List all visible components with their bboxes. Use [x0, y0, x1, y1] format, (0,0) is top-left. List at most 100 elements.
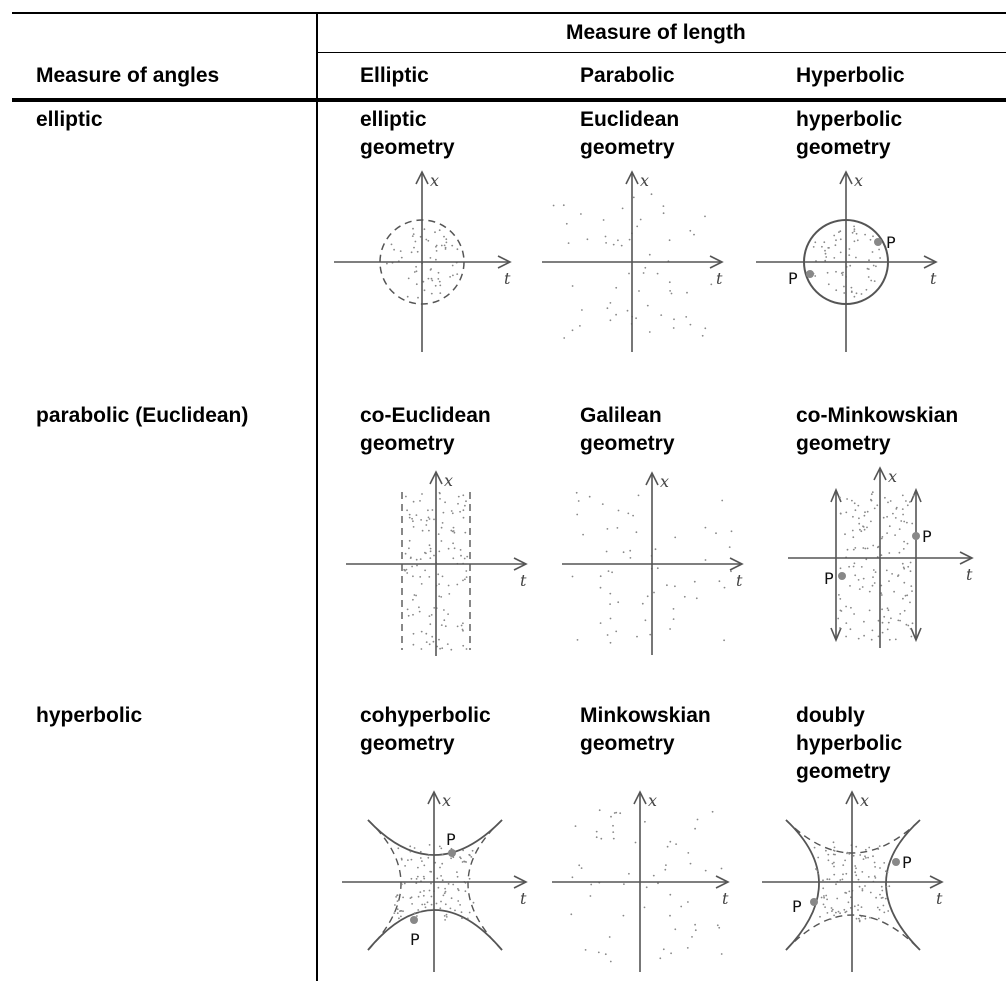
stipple-dot	[845, 605, 847, 608]
stipple-dot	[880, 554, 883, 556]
stipple-dot	[402, 910, 404, 913]
stipple-dot	[869, 891, 872, 894]
stipple-dot	[413, 246, 415, 249]
stipple-dot	[444, 246, 447, 249]
t-axis-arrow	[923, 255, 938, 269]
stipple-dot	[435, 245, 437, 248]
stipple-dot	[850, 606, 852, 609]
t-axis-label: t	[520, 571, 527, 590]
stipple-dot	[577, 500, 580, 502]
stipple-dot	[866, 267, 869, 270]
stipple-dot	[666, 584, 668, 587]
stipple-dot	[873, 507, 876, 510]
t-axis-arrow	[715, 875, 730, 889]
stipple-dot	[846, 548, 849, 551]
stipple-dot	[867, 856, 869, 859]
stipple-dot	[441, 522, 444, 524]
stipple-dot	[410, 251, 413, 254]
stipple-dot	[422, 875, 425, 878]
stipple-dot	[662, 212, 665, 215]
stipple-dot	[444, 903, 447, 906]
stipple-dot	[575, 491, 578, 494]
point-label: P	[886, 233, 896, 252]
stipple-dot	[437, 886, 440, 889]
sketch-elliptic-geometry: xt	[334, 170, 512, 352]
stipple-dot	[609, 603, 611, 605]
stipple-dot	[430, 292, 433, 295]
stipple-dot	[689, 862, 692, 865]
stipple-dot	[833, 257, 836, 259]
stipple-dot	[730, 570, 732, 573]
stipple-dot	[648, 331, 651, 333]
stipple-dot	[878, 908, 881, 911]
stipple-dot	[453, 531, 456, 534]
stipple-dot	[718, 926, 721, 929]
stipple-dot	[649, 633, 652, 636]
stipple-dot	[879, 257, 881, 259]
stipple-dot	[833, 914, 835, 917]
stipple-dot	[565, 222, 568, 225]
stipple-dot	[849, 585, 851, 587]
stipple-dot	[635, 317, 637, 320]
stipple-dot	[851, 231, 854, 234]
stipple-dot	[444, 919, 446, 921]
stipple-dot	[844, 891, 847, 894]
stipple-dot	[615, 630, 618, 633]
t-axis-label: t	[520, 889, 527, 908]
t-axis-arrow	[709, 255, 724, 269]
t-axis-arrow	[513, 875, 528, 889]
stipple-dot	[825, 849, 827, 852]
stipple-dot	[876, 504, 879, 507]
stipple-dot	[890, 617, 892, 620]
stipple-dot	[468, 853, 471, 856]
sketch-galilean-geometry: xt	[562, 471, 744, 655]
stipple-dot	[694, 929, 697, 932]
stipple-dot	[597, 951, 600, 954]
stipple-dot	[644, 266, 647, 269]
stipple-dot	[902, 513, 904, 516]
stipple-dot	[429, 547, 432, 550]
stipple-dot	[880, 584, 883, 587]
stipple-dot	[617, 239, 619, 242]
stipple-dot	[852, 548, 855, 551]
stipple-dot	[409, 557, 412, 559]
stipple-dot	[405, 568, 408, 571]
stipple-dot	[457, 495, 460, 498]
stipple-dot	[406, 608, 409, 611]
stipple-dot	[408, 547, 410, 550]
stipple-dot	[835, 270, 837, 273]
stipple-dot	[607, 570, 610, 572]
stipple-dot	[435, 244, 438, 247]
stipple-dot	[431, 635, 434, 638]
stipple-dot	[858, 885, 861, 888]
stipple-dot	[864, 511, 866, 514]
point-marker	[410, 916, 418, 924]
stipple-dot	[845, 872, 848, 875]
stipple-dot	[600, 837, 603, 840]
stipple-dot	[574, 825, 577, 827]
stipple-dot	[901, 494, 904, 497]
stipple-dot	[457, 502, 459, 505]
stipple-dot	[728, 546, 731, 548]
stipple-dot	[605, 242, 607, 244]
stipple-dot	[417, 866, 419, 869]
stipple-dot	[464, 504, 466, 507]
stipple-dot	[581, 309, 583, 311]
stipple-dot	[866, 510, 869, 513]
stipple-dot	[612, 831, 615, 833]
point-label: P	[410, 930, 420, 949]
stipple-dot	[835, 911, 837, 914]
stipple-dot	[871, 491, 874, 494]
stipple-dot	[860, 293, 863, 295]
t-axis-label: t	[504, 269, 511, 288]
stipple-dot	[411, 903, 413, 905]
stipple-dot	[439, 292, 442, 294]
stipple-dot	[459, 510, 461, 513]
stipple-dot	[466, 555, 469, 558]
stipple-dot	[704, 215, 706, 218]
stipple-dot	[687, 901, 689, 903]
stipple-dot	[571, 329, 574, 332]
stipple-dot	[431, 509, 434, 511]
stipple-dot	[396, 912, 399, 915]
